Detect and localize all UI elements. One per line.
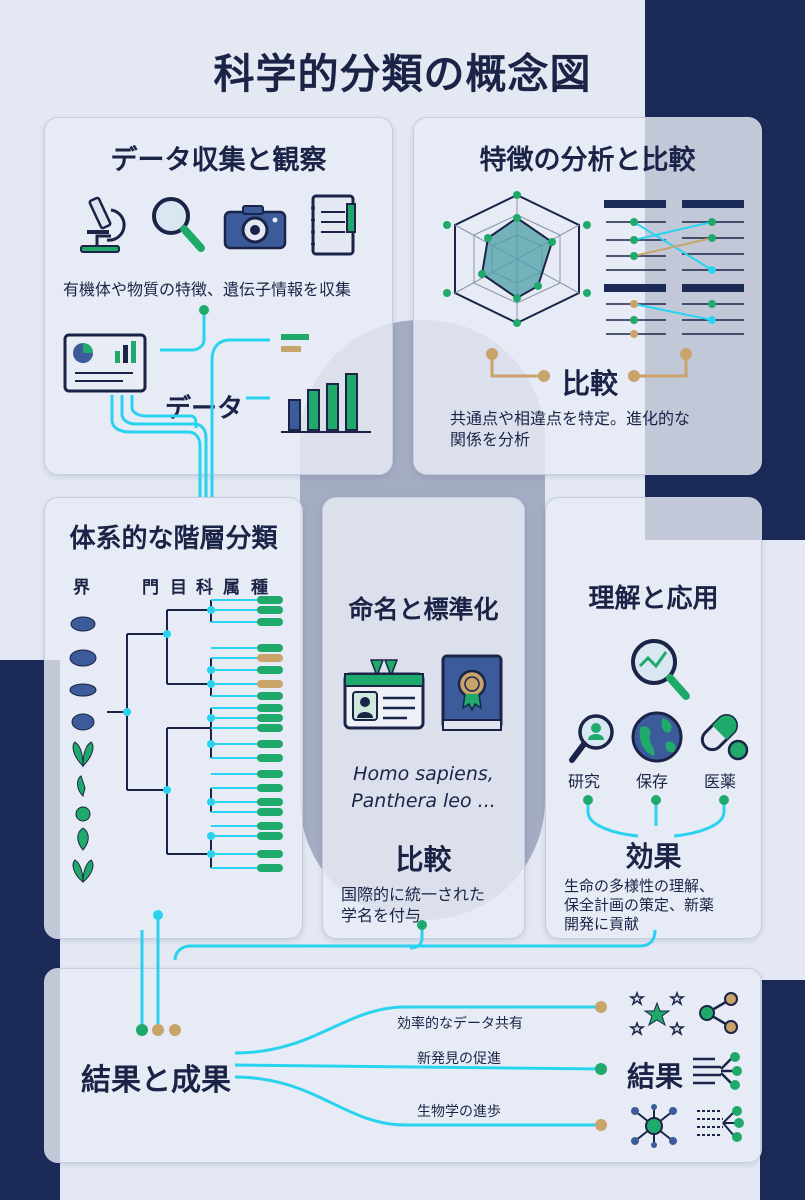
analytics-magnifier-icon <box>631 639 690 700</box>
rank-kingdom: 界 <box>73 578 90 598</box>
page-title: 科学的分類の概念図 <box>213 50 592 98</box>
application-desc-1: 生命の多様性の理解、 <box>564 877 715 895</box>
medicine-icon <box>700 714 749 761</box>
example-name-1: Homo sapiens, <box>353 763 494 785</box>
notebook-icon <box>311 194 356 256</box>
result-label: 結果 <box>627 1060 684 1093</box>
naming-title: 命名と標準化 <box>348 595 499 624</box>
rank-species: 種 <box>251 578 268 598</box>
rank-genus: 属 <box>223 578 240 598</box>
rank-order: 目 <box>170 578 187 598</box>
results-panel: 結果と成果 効率的なデータ共有 新発見の促進 生物学の進歩 結果 <box>44 968 762 1163</box>
application-panel: 理解と応用 研究 保存 医薬 効果 生命の多様性の <box>545 497 762 939</box>
rank-phylum: 門 <box>142 578 159 598</box>
feature-analysis-desc-2: 関係を分析 <box>450 430 531 449</box>
research-icon <box>569 714 614 763</box>
rank-family: 科 <box>196 578 213 598</box>
microscope-icon <box>80 196 126 253</box>
result-branch-1: 効率的なデータ共有 <box>397 1016 523 1032</box>
data-collection-panel: データ収集と観察 有機体や物質の特徴、遺伝子情報を収集 <box>44 117 393 475</box>
report-icon <box>63 333 147 393</box>
certificate-book-icon <box>441 654 503 731</box>
effect-label: 効果 <box>625 840 682 873</box>
data-flow-icon <box>697 1106 744 1142</box>
compare-bracket <box>486 348 692 382</box>
hierarchy-panel: 体系的な階層分類 界 門 目 科 属 種 <box>44 497 303 939</box>
results-title: 結果と成果 <box>81 1063 231 1098</box>
bg-navy-bottom-right <box>760 980 805 1200</box>
result-branch-3: 生物学の進歩 <box>417 1104 501 1120</box>
application-desc-2: 保全計画の策定、新薬 <box>564 896 715 914</box>
radar-chart-icon <box>443 191 591 327</box>
magnifier-icon <box>152 197 205 252</box>
application-desc-3: 開発に貢献 <box>564 915 640 933</box>
results-branches <box>234 1001 607 1131</box>
flow-icon <box>693 1052 742 1090</box>
share-icon <box>699 992 738 1034</box>
feature-analysis-desc-1: 共通点や相違点を特定。進化的な <box>450 409 691 428</box>
naming-panel: 命名と標準化 Homo sapiens, Panthera leo ... 比較… <box>322 497 525 939</box>
naming-desc-2: 学名を付与 <box>341 906 422 925</box>
application-title: 理解と応用 <box>588 584 719 614</box>
application-item-medicine: 医薬 <box>704 772 737 791</box>
naming-compare-label: 比較 <box>395 843 452 876</box>
globe-icon <box>631 711 683 763</box>
feature-analysis-title: 特徴の分析と比較 <box>479 145 696 176</box>
id-card-icon <box>343 659 425 730</box>
dendrogram <box>107 596 283 872</box>
naming-desc-1: 国際的に統一された <box>341 885 486 904</box>
camera-icon <box>223 205 287 250</box>
result-branch-2: 新発見の促進 <box>417 1051 501 1067</box>
stars-icon <box>628 990 686 1037</box>
organism-icons <box>69 616 97 884</box>
data-collection-title: データ収集と観察 <box>110 145 327 176</box>
bar-chart-icon <box>281 334 371 433</box>
application-item-conservation: 保存 <box>636 772 669 791</box>
network-icon <box>631 1104 677 1148</box>
compare-label: 比較 <box>562 367 619 400</box>
application-item-research: 研究 <box>568 772 601 791</box>
data-collection-description: 有機体や物質の特徴、遺伝子情報を収集 <box>63 280 352 299</box>
data-label: データ <box>165 394 244 424</box>
feature-analysis-panel: 特徴の分析と比較 <box>413 117 762 475</box>
comparison-lines-icon <box>604 200 744 338</box>
effect-connectors <box>583 795 729 838</box>
hierarchy-title: 体系的な階層分類 <box>69 524 278 554</box>
example-name-2: Panthera leo ... <box>351 790 496 812</box>
